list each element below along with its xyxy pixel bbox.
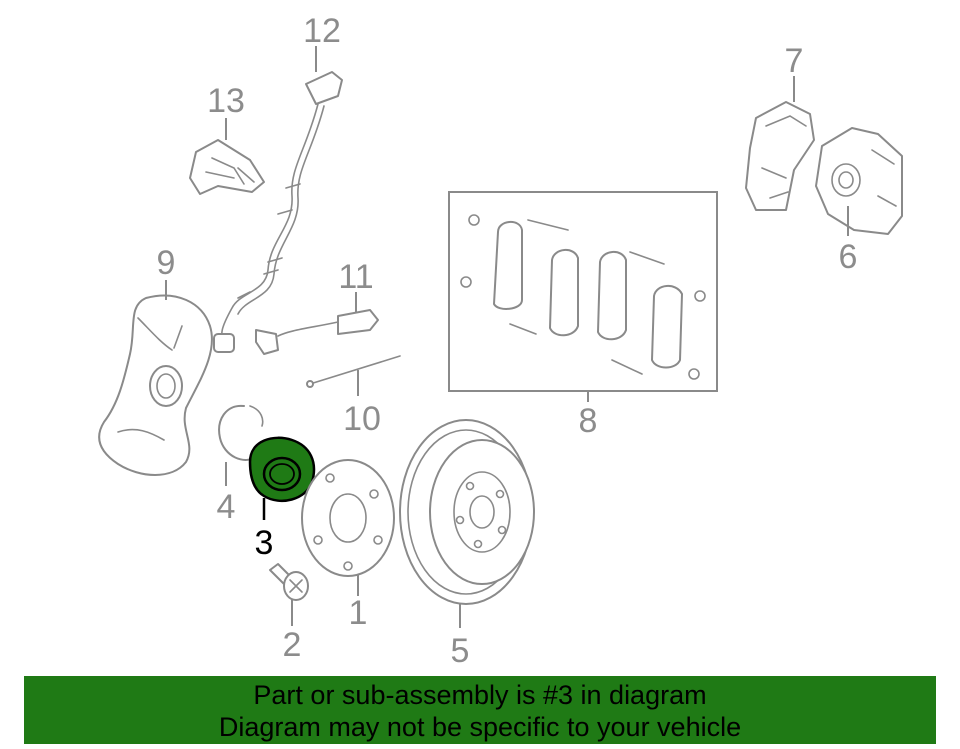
part-12-speed-sensor[interactable]	[213, 71, 343, 353]
leader-lines	[165, 46, 849, 628]
callout-4[interactable]: 4	[217, 488, 236, 526]
part-4-snap-ring[interactable]	[218, 404, 264, 461]
part-11-wear-sensor[interactable]	[255, 309, 379, 355]
callout-12[interactable]: 12	[303, 12, 341, 50]
part-8-brake-pad-kit[interactable]	[448, 191, 718, 392]
part-9-splash-shield[interactable]	[98, 294, 213, 476]
part-1-wheel-hub[interactable]	[301, 459, 395, 577]
part-3-wheel-bearing[interactable]	[248, 436, 316, 503]
part-13-sensor-bracket[interactable]	[189, 139, 265, 195]
callout-9[interactable]: 9	[157, 244, 176, 282]
callout-13[interactable]: 13	[207, 82, 245, 120]
callout-3[interactable]: 3	[255, 524, 274, 562]
callout-10[interactable]: 10	[343, 400, 381, 438]
part-6-brake-caliper[interactable]	[815, 127, 903, 235]
callout-5[interactable]: 5	[451, 632, 470, 670]
callout-1[interactable]: 1	[349, 594, 368, 632]
callout-labels: 12 13 9 11 10 4 3 2 1 5 8 7 6	[157, 12, 858, 670]
part-5-brake-rotor[interactable]	[399, 419, 535, 605]
banner-line-2: Diagram may not be specific to your vehi…	[218, 712, 742, 742]
callout-7[interactable]: 7	[785, 42, 804, 80]
part-10-wire[interactable]	[306, 355, 401, 388]
callout-2[interactable]: 2	[283, 626, 302, 664]
banner-line-1: Part or sub-assembly is #3 in diagram	[253, 680, 707, 710]
callout-11[interactable]: 11	[338, 258, 373, 296]
callout-8[interactable]: 8	[579, 402, 598, 440]
callout-6[interactable]: 6	[839, 238, 858, 276]
part-7-caliper-bracket[interactable]	[745, 101, 815, 211]
part-2-hub-bolt[interactable]	[269, 563, 309, 601]
info-banner: Part or sub-assembly is #3 in diagram Di…	[24, 676, 936, 744]
